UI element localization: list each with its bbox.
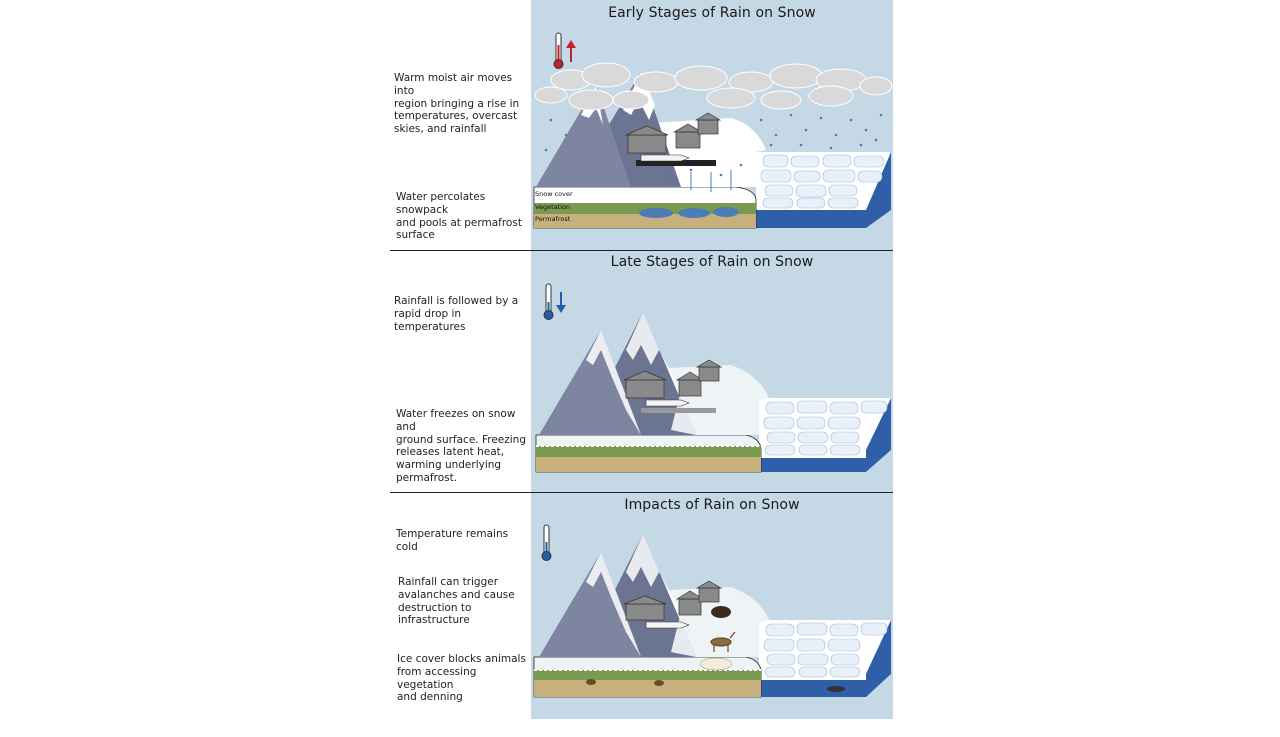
note-water-freezes: Water freezes on snow and ground surface… bbox=[396, 408, 526, 484]
seal bbox=[827, 686, 845, 692]
scene-late-stages bbox=[531, 250, 893, 495]
scene-early-stages: Snow cover Vegetation Permafrost bbox=[531, 0, 893, 245]
clouds bbox=[534, 62, 893, 111]
airplane bbox=[640, 154, 690, 162]
scene-impacts bbox=[531, 492, 893, 737]
buildings bbox=[625, 112, 722, 154]
panel-title-late-stages: Late Stages of Rain on Snow bbox=[610, 254, 814, 270]
ground-cross-section bbox=[535, 434, 762, 473]
runway bbox=[636, 160, 716, 166]
ground-cross-section bbox=[533, 656, 762, 698]
panel-divider bbox=[390, 492, 893, 493]
note-avalanches: Rainfall can trigger avalanches and caus… bbox=[398, 576, 515, 627]
lemming bbox=[586, 679, 596, 685]
ground-cross-section: Snow cover Vegetation Permafrost bbox=[533, 186, 757, 229]
note-water-percolates: Water percolates snowpack and pools at p… bbox=[396, 191, 522, 242]
note-warm-moist-air: Warm moist air moves into region bringin… bbox=[394, 72, 520, 136]
label-permafrost: Permafrost bbox=[535, 215, 571, 223]
note-ice-cover-animals: Ice cover blocks animals from accessing … bbox=[397, 653, 526, 704]
airplane bbox=[645, 399, 690, 407]
thermometer-falling-icon bbox=[543, 283, 566, 320]
thermometer-cold-icon bbox=[541, 524, 552, 561]
panel-divider bbox=[390, 250, 893, 251]
label-snow-cover: Snow cover bbox=[535, 190, 573, 198]
buildings bbox=[623, 580, 723, 621]
sea-ice-block bbox=[759, 398, 891, 472]
panel-title-impacts: Impacts of Rain on Snow bbox=[624, 497, 800, 513]
raindrops bbox=[544, 113, 883, 177]
reindeer bbox=[710, 631, 736, 652]
muskox bbox=[711, 606, 731, 618]
polar-den bbox=[699, 657, 733, 671]
runway bbox=[641, 408, 716, 413]
note-temperature-cold: Temperature remains cold bbox=[396, 528, 509, 553]
note-rapid-temperature-drop: Rainfall is followed by a rapid drop in … bbox=[394, 295, 519, 333]
sea-ice-block bbox=[756, 152, 891, 228]
percolation-arrows bbox=[670, 168, 732, 192]
sea-ice-block bbox=[759, 620, 891, 697]
airplane bbox=[645, 621, 690, 629]
buildings bbox=[623, 359, 723, 399]
panel-title-early-stages: Early Stages of Rain on Snow bbox=[608, 5, 816, 21]
thermometer-rising-icon bbox=[553, 32, 576, 69]
label-vegetation: Vegetation bbox=[535, 203, 570, 211]
lemming bbox=[654, 680, 664, 686]
